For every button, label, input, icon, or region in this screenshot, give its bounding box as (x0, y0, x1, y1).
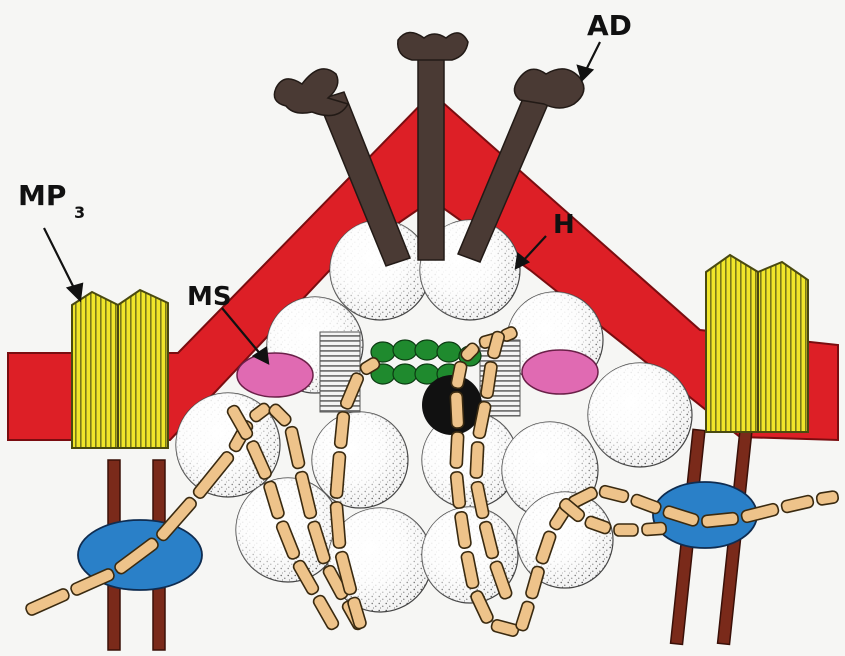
chain-segment (701, 512, 738, 528)
label-mp3-subscript: 3 (74, 203, 85, 222)
chain-segment (598, 485, 629, 504)
cylinder-right (706, 255, 808, 432)
chain-segment (470, 442, 484, 479)
sphere (588, 363, 692, 467)
chain-segment (330, 451, 346, 498)
chain-segment (515, 600, 535, 632)
chain-segment (24, 587, 70, 616)
cylinder-left (72, 290, 168, 448)
chain-segment (614, 524, 638, 536)
ms-oval-left (237, 353, 313, 397)
chain-segment (490, 619, 519, 638)
chain-segment (285, 426, 306, 470)
chain-segment (334, 411, 350, 448)
chain-segment (312, 594, 340, 631)
label-ms: MS (187, 282, 232, 312)
ms-oval-right (522, 350, 598, 394)
sphere (312, 412, 408, 508)
chain-segment (642, 522, 667, 536)
chain-segment (630, 493, 662, 515)
chain-segment (816, 490, 839, 505)
chain-segment (330, 501, 346, 548)
label-ad: AD (587, 9, 632, 42)
label-h: H (553, 210, 575, 240)
chain-segment (450, 432, 464, 469)
chain-segment (450, 471, 466, 508)
chain-segment (450, 392, 464, 429)
chain-segment (781, 495, 815, 514)
label-mp3: MP (18, 179, 66, 212)
